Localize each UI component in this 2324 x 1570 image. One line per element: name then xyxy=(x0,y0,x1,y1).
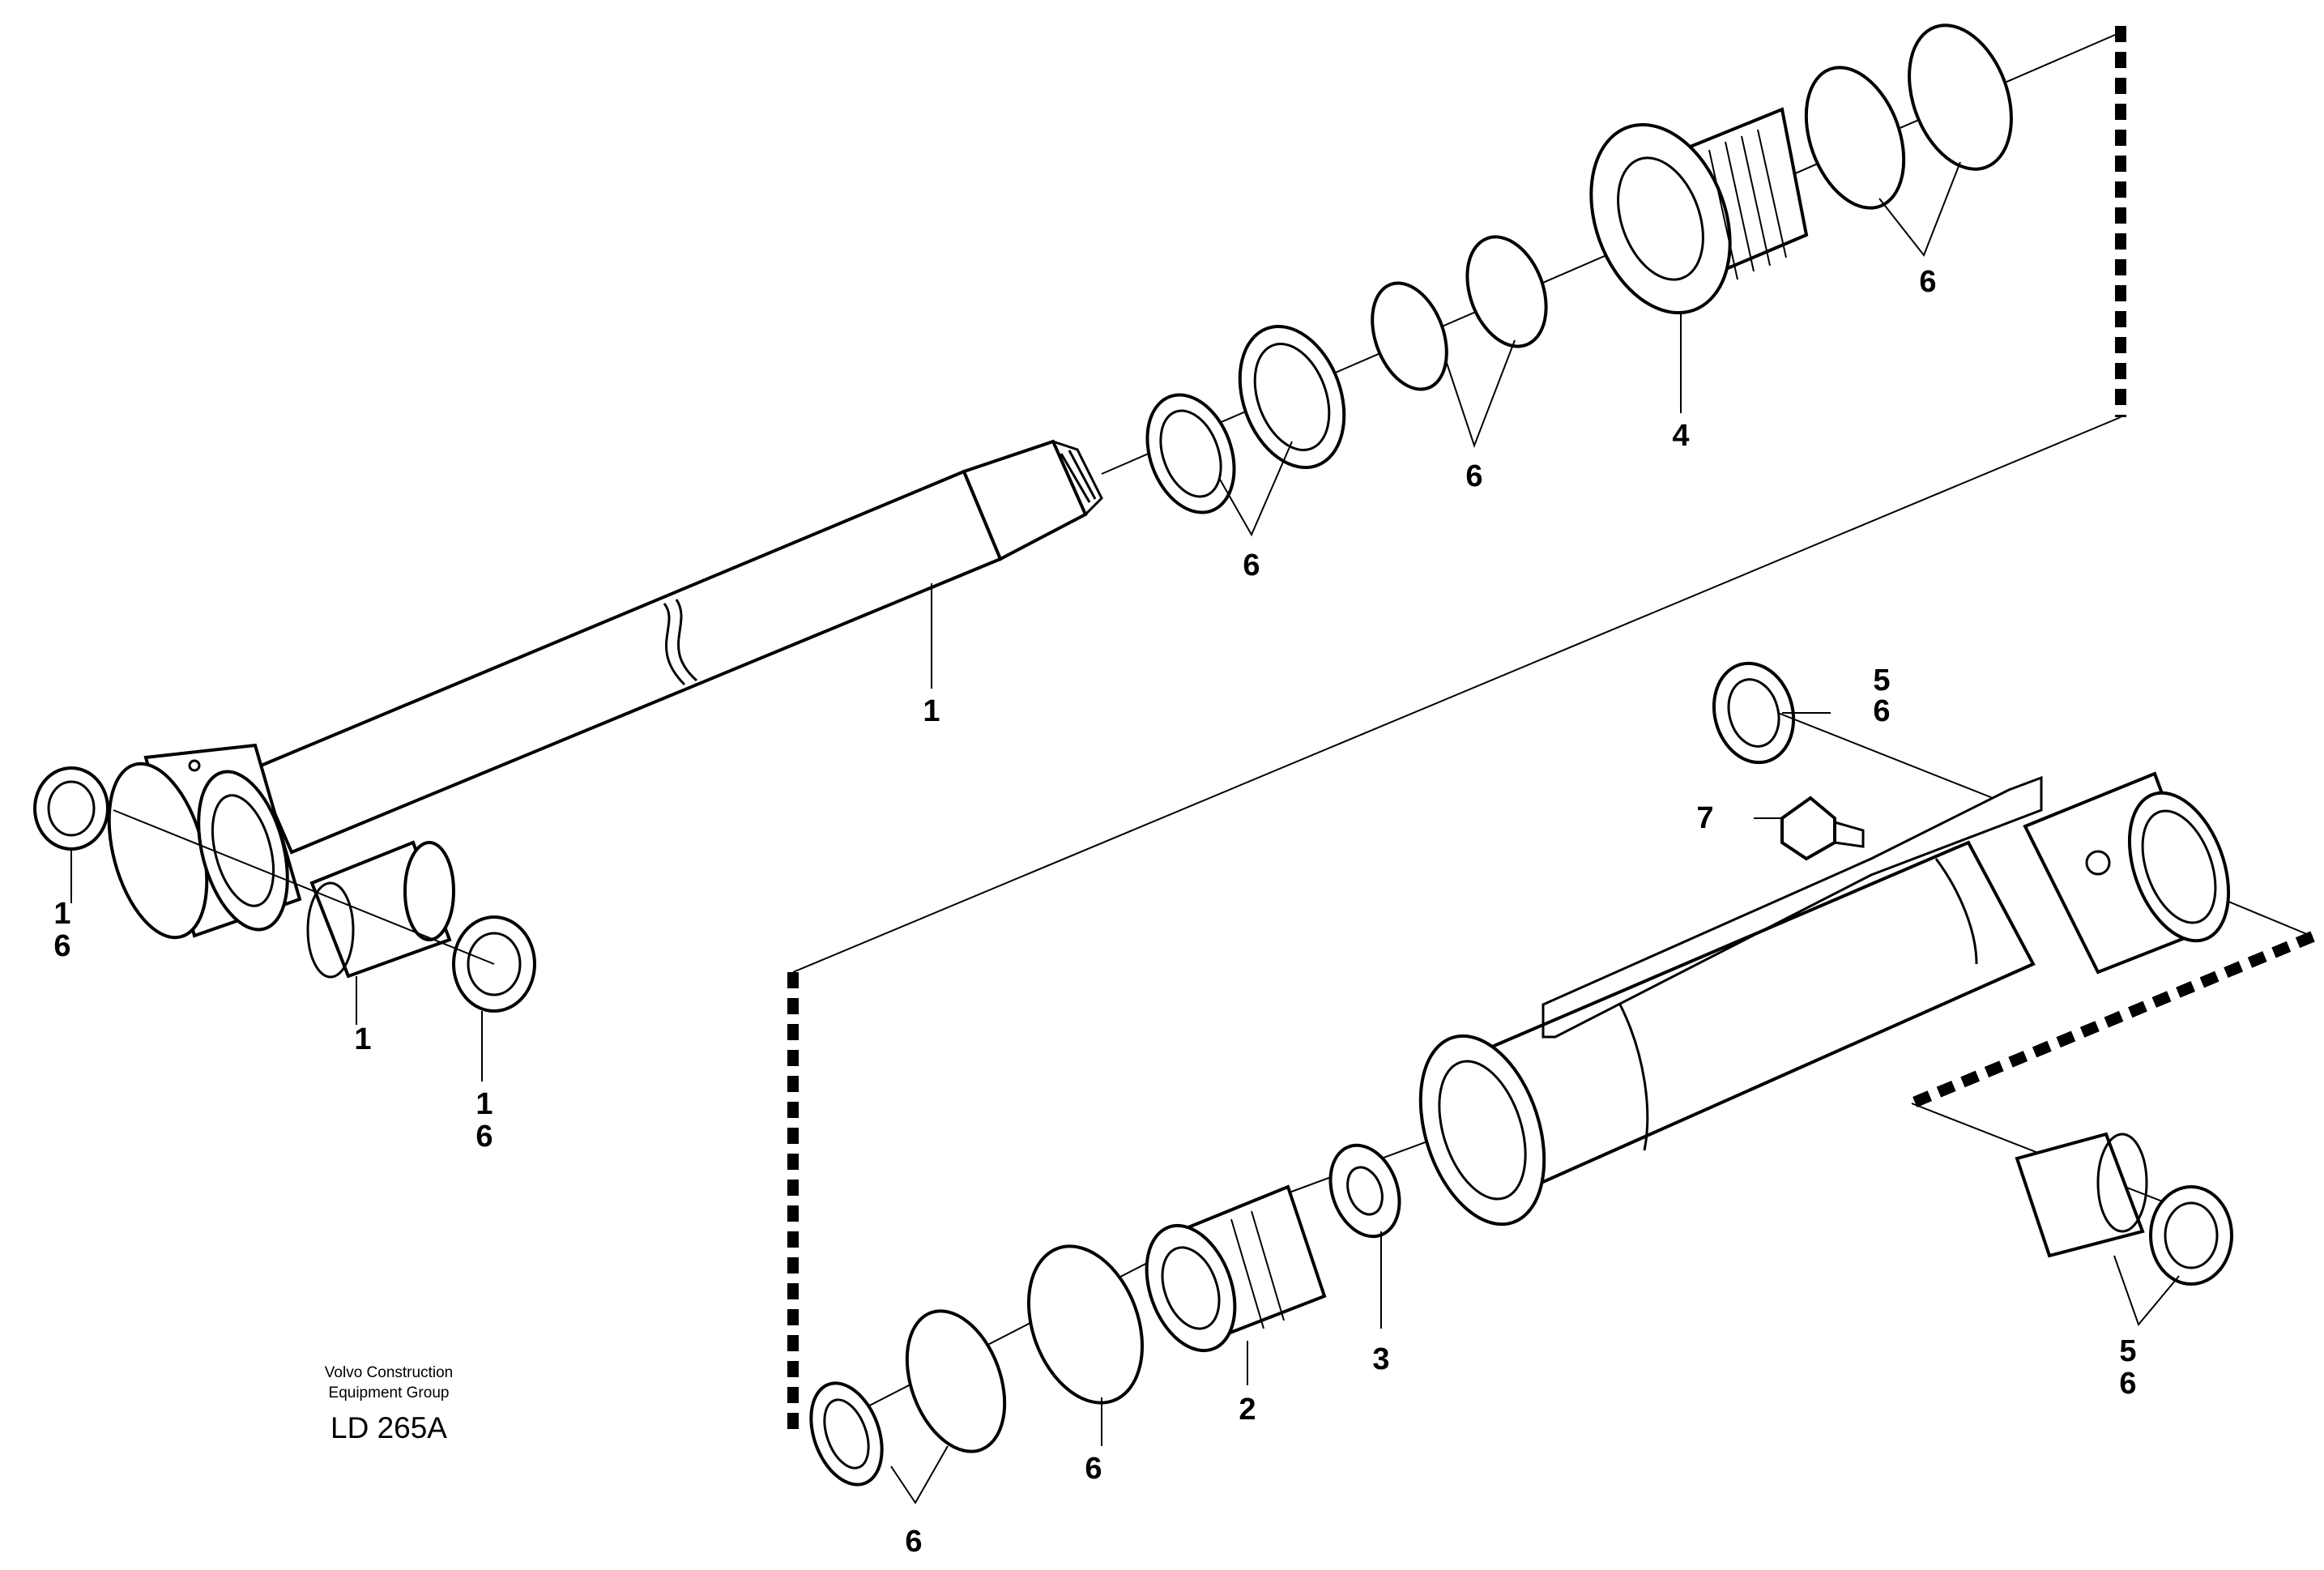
label-rod: 1 xyxy=(923,694,940,728)
label-piston-ring: 6 xyxy=(1085,1452,1102,1486)
piston-rings xyxy=(809,1244,1145,1487)
label-rod-seal2-top: 1 xyxy=(475,1087,493,1121)
cylinder-eye-bushing xyxy=(2015,1132,2233,1286)
hydraulic-tube xyxy=(1542,775,2043,1039)
label-cylinder-head: 4 xyxy=(1672,419,1689,453)
piston xyxy=(1145,1184,1327,1353)
bleed-valve xyxy=(1780,796,1865,861)
label-rod-eye-seal-top: 1 xyxy=(53,897,70,931)
label-lock-washer: 3 xyxy=(1372,1342,1389,1376)
label-piston-seals: 6 xyxy=(905,1525,922,1559)
rod-eye xyxy=(107,743,302,940)
label-rod-bushing: 1 xyxy=(354,1022,371,1056)
rod-eye-seal-left xyxy=(33,766,109,851)
label-rod-seals-b: 6 xyxy=(1465,459,1482,493)
label-cylinder-seal-top: 5 xyxy=(1873,663,1890,698)
label-valve: 7 xyxy=(1696,801,1713,835)
label-rod-seal2-bottom: 6 xyxy=(475,1120,493,1154)
cylinder-head xyxy=(1589,107,1809,315)
head-orings xyxy=(1804,23,2013,210)
caption-line2: Equipment Group xyxy=(329,1384,450,1401)
cylinder-eye xyxy=(2023,771,2231,975)
assembly-frame xyxy=(787,26,2315,1434)
caption-line1: Volvo Construction xyxy=(325,1364,453,1381)
label-cyl-bushing-seal-bottom: 6 xyxy=(2119,1367,2136,1401)
label-cyl-bushing-seal-top: 5 xyxy=(2119,1334,2136,1368)
label-head-orings: 6 xyxy=(1919,265,1936,299)
rod-seals xyxy=(1145,235,1548,514)
label-rod-eye-seal-bottom: 6 xyxy=(53,929,70,963)
drawing-code: LD 265A xyxy=(330,1411,447,1444)
label-rod-seals-a: 6 xyxy=(1243,548,1260,582)
label-cylinder-seal-bottom: 6 xyxy=(1873,694,1890,728)
piston-rod xyxy=(253,439,1103,855)
rod-eye-bushing xyxy=(306,840,455,979)
cylinder-barrel xyxy=(1418,840,2036,1227)
cylinder-seal-top xyxy=(1712,661,1796,765)
label-piston: 2 xyxy=(1239,1393,1256,1427)
